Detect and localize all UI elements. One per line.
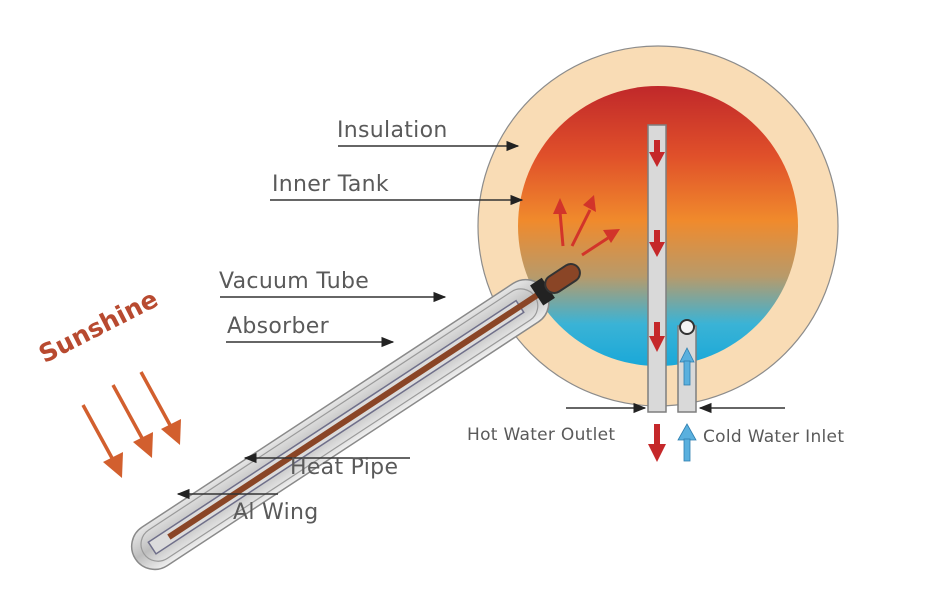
hot-flow-arrows (649, 140, 665, 352)
cold-water-inlet-label: Cold Water Inlet (703, 427, 845, 447)
al-wing-label: Al Wing (233, 500, 319, 525)
vacuum-tube-assembly (130, 262, 581, 571)
tube-connector (530, 277, 555, 306)
sunshine-arrows (81, 371, 181, 478)
heat-pipe (167, 273, 568, 540)
condenser-bulb (544, 262, 581, 294)
hot-water-pipe (647, 124, 667, 413)
insulation-label: Insulation (337, 118, 448, 143)
vacuum-tube-label: Vacuum Tube (219, 269, 370, 294)
absorber-label: Absorber (227, 314, 329, 339)
hot-water-outlet-arrow (648, 424, 666, 462)
hot-water-outlet-label: Hot Water Outlet (467, 425, 616, 445)
heat-rising-arrows (553, 195, 620, 257)
cold-flow-arrow (679, 347, 695, 386)
cold-pipe-opening (679, 319, 695, 335)
heat-pipe-label: Heat Pipe (290, 455, 399, 480)
inner-tank-label: Inner Tank (272, 172, 389, 197)
leader-lines (176, 140, 785, 500)
cold-water-inlet-arrow (677, 423, 697, 462)
